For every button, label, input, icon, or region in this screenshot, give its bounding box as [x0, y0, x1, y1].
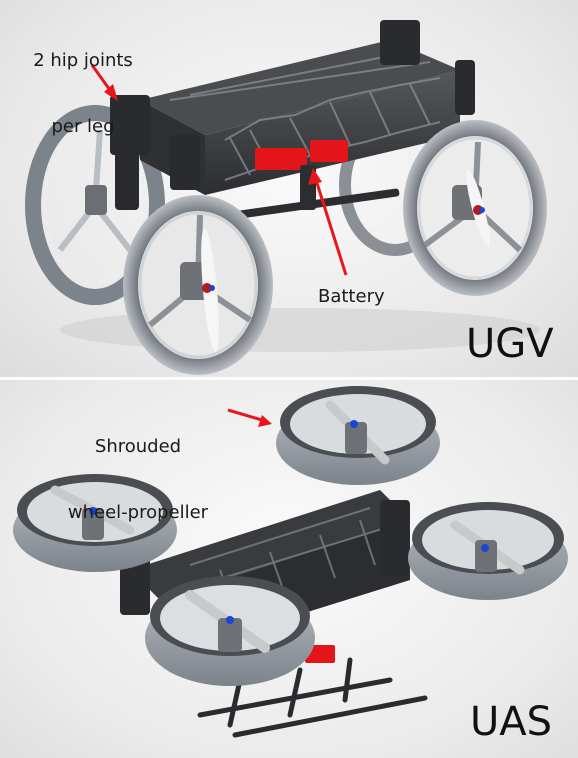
- panel-divider: [0, 377, 578, 380]
- front-right-wheel: [403, 120, 547, 296]
- propeller-annotation-line2: wheel-propeller: [67, 502, 209, 523]
- battery-arrow: [314, 179, 348, 276]
- propeller-arrow: [227, 408, 263, 422]
- ugv-panel: 2 hip joints per leg Battery UGV: [0, 0, 578, 378]
- propeller-annotation: Shrouded wheel-propeller: [48, 392, 228, 568]
- rotor-top: [276, 386, 440, 485]
- battery: [255, 140, 348, 170]
- rotor-left: [13, 474, 177, 572]
- ugv-mode-label: UGV: [466, 321, 554, 367]
- front-left-wheel: [123, 195, 273, 375]
- hip-annotation-line2: per leg: [51, 116, 115, 137]
- rear-left-wheel: [25, 105, 165, 305]
- landing-skids: [197, 657, 428, 738]
- propeller-annotation-line1: Shrouded: [94, 436, 182, 457]
- uas-panel: Shrouded wheel-propeller UAS: [0, 380, 578, 758]
- hip-annotation-line1: 2 hip joints: [33, 50, 133, 71]
- battery-label: Battery: [318, 286, 385, 307]
- ugv-render: [25, 20, 547, 375]
- hip-joint-annotation: 2 hip joints per leg: [8, 6, 158, 182]
- rotor-right: [408, 502, 568, 600]
- uas-mode-label: UAS: [470, 699, 553, 745]
- uas-render: [13, 386, 568, 738]
- rotor-front: [145, 576, 315, 686]
